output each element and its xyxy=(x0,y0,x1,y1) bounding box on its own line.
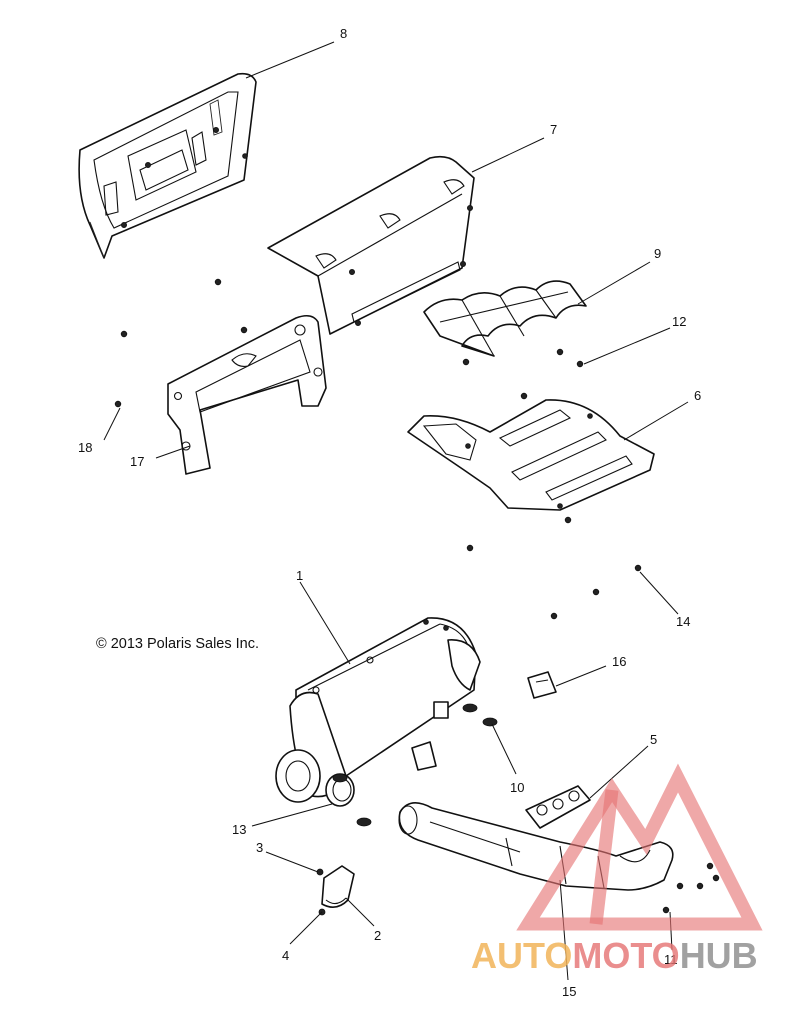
part-8-heat-shield xyxy=(78,72,257,259)
part-2-exhaust-tip xyxy=(321,865,355,908)
callout-labels: 8 7 9 12 6 18 17 1 14 16 5 10 13 3 2 4 1… xyxy=(78,26,701,999)
part-7-heat-shield xyxy=(267,155,475,335)
part-9-corrugated-shield xyxy=(423,280,587,357)
watermark-moto: MOTO xyxy=(572,935,680,976)
watermark-hub: HUB xyxy=(679,935,758,976)
callout-15: 15 xyxy=(562,984,576,999)
part-16-grommet-b xyxy=(411,741,437,771)
callout-11: 11 xyxy=(664,952,678,967)
callout-3: 3 xyxy=(256,840,263,855)
callout-14: 14 xyxy=(676,614,690,629)
watermark-wordmark: AUTOMOTOHUB xyxy=(471,938,758,974)
watermark-auto: AUTO xyxy=(471,935,573,976)
part-5-flange-gasket xyxy=(525,785,591,829)
watermark-logo-mark xyxy=(516,763,763,931)
callout-1: 1 xyxy=(296,568,303,583)
leader-lines xyxy=(103,41,689,981)
callout-12: 12 xyxy=(672,314,686,329)
callout-9: 9 xyxy=(654,246,661,261)
callout-2: 2 xyxy=(374,928,381,943)
callout-4: 4 xyxy=(282,948,289,963)
copyright-notice: © 2013 Polaris Sales Inc. xyxy=(96,636,260,652)
part-10-springs xyxy=(332,703,498,827)
callout-8: 8 xyxy=(340,26,347,41)
callout-5: 5 xyxy=(650,732,657,747)
part-17-bracket xyxy=(167,314,327,475)
part-6-heat-shield xyxy=(407,399,655,511)
callout-10: 10 xyxy=(510,780,524,795)
callout-13: 13 xyxy=(232,822,246,837)
callout-18: 18 xyxy=(78,440,92,455)
part-1-muffler xyxy=(275,617,481,803)
part-16-grommet xyxy=(527,671,557,699)
callout-17: 17 xyxy=(130,454,144,469)
callout-7: 7 xyxy=(550,122,557,137)
callout-16: 16 xyxy=(612,654,626,669)
callout-6: 6 xyxy=(694,388,701,403)
loose-fasteners xyxy=(114,278,720,914)
